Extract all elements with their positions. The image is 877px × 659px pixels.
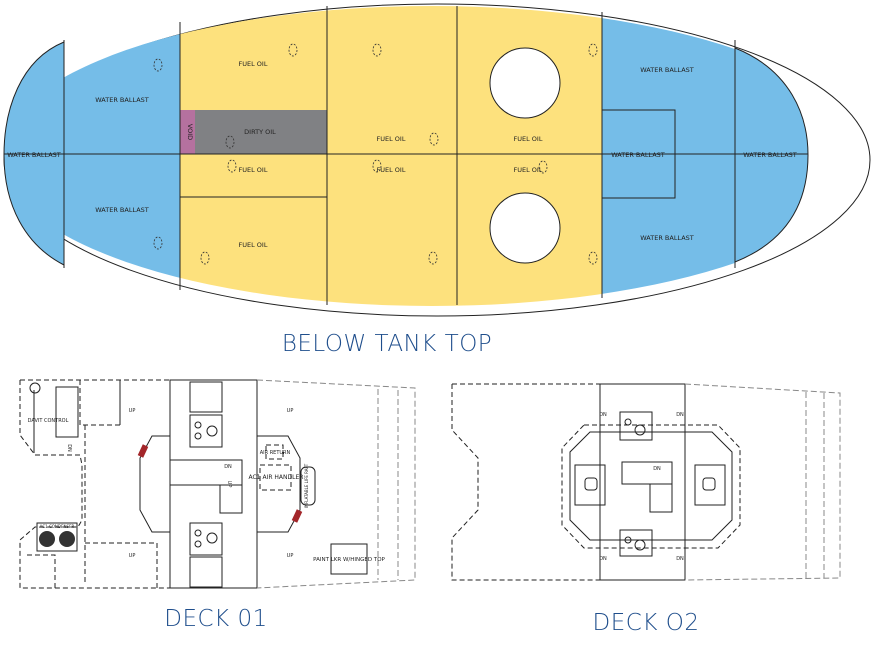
label-davit-control: DAVIT CONTROL xyxy=(28,418,69,424)
label-water-ballast: WATER BALLAST xyxy=(7,151,61,159)
label-dn: DN xyxy=(676,412,684,418)
label-up: UP xyxy=(129,408,136,414)
tank-water-ballast-right xyxy=(601,6,736,306)
label-water-ballast: WATER BALLAST xyxy=(95,206,149,214)
label-dn: DN xyxy=(653,466,661,472)
tank-plan: WATER BALLAST WATER BALLAST WATER BALLAS… xyxy=(3,3,871,357)
label-water-ballast: WATER BALLAST xyxy=(611,151,665,159)
label-up: UP xyxy=(129,553,136,559)
tank-water-ballast-left xyxy=(63,6,181,306)
label-water-ballast: WATER BALLAST xyxy=(640,234,694,242)
label-up: UP xyxy=(287,408,294,414)
label-up: UP xyxy=(226,481,232,488)
manhole-icons xyxy=(153,43,598,265)
davit-icon xyxy=(29,382,41,394)
hatch-icon xyxy=(137,444,149,458)
label-dn: DN xyxy=(224,464,232,470)
tank-water-ballast-right-cap xyxy=(734,47,809,263)
life-raft xyxy=(300,466,316,506)
deck-01-title: DECK 01 xyxy=(164,606,267,632)
circular-cutout xyxy=(489,47,561,119)
label-dn: DN xyxy=(599,556,607,562)
label-fuel-oil: FUEL OIL xyxy=(514,135,543,143)
label-ac-condenser: AC1 CONDENSER xyxy=(40,524,75,529)
hatch-icon xyxy=(291,509,303,523)
deck-01-plan: DAVIT CONTROL DN UP UP UP UP DN UP AIR R… xyxy=(19,379,416,632)
ac-air-handler xyxy=(259,464,292,491)
tank-void xyxy=(180,110,195,154)
label-ac-air-handler: AC1 AIR HANDLER xyxy=(249,474,304,481)
deck-02-plan: DN DN DN DN DN DECK O2 xyxy=(451,383,841,636)
helm-console xyxy=(574,464,606,506)
label-life-raft: INFLATABLE LIFE RAFT xyxy=(304,463,309,508)
label-water-ballast: WATER BALLAST xyxy=(640,66,694,74)
paint-locker xyxy=(330,543,368,575)
label-fuel-oil: FUEL OIL xyxy=(239,241,268,249)
fan-icon xyxy=(39,531,55,547)
fan-icon xyxy=(59,531,75,547)
label-void: VOID xyxy=(186,124,194,140)
label-fuel-oil: FUEL OIL xyxy=(239,166,268,174)
label-up: UP xyxy=(287,553,294,559)
tank-dirty-oil xyxy=(180,110,327,154)
label-dirty-oil: DIRTY OIL xyxy=(244,128,276,136)
wheelhouse-outline xyxy=(561,424,741,549)
label-paint-locker: PAINT LKR W/HINGED TOP xyxy=(313,557,385,563)
label-fuel-oil: FUEL OIL xyxy=(377,166,406,174)
label-dn: DN xyxy=(676,556,684,562)
deck-02-title: DECK O2 xyxy=(593,610,700,636)
label-fuel-oil: FUEL OIL xyxy=(377,135,406,143)
label-dn: DN xyxy=(66,444,72,452)
stair xyxy=(55,386,79,438)
label-dn: DN xyxy=(599,412,607,418)
tank-plan-title: BELOW TANK TOP xyxy=(282,331,492,357)
helm-console xyxy=(694,464,726,506)
tank-fuel-oil-zone xyxy=(179,6,603,306)
label-fuel-oil: FUEL OIL xyxy=(239,60,268,68)
label-fuel-oil: FUEL OIL xyxy=(514,166,543,174)
stair xyxy=(169,459,243,486)
label-water-ballast: WATER BALLAST xyxy=(95,96,149,104)
label-water-ballast: WATER BALLAST xyxy=(743,151,797,159)
label-air-return: AIR RETURN xyxy=(260,450,291,456)
ac-condenser xyxy=(36,522,78,552)
circular-cutout xyxy=(489,192,561,264)
